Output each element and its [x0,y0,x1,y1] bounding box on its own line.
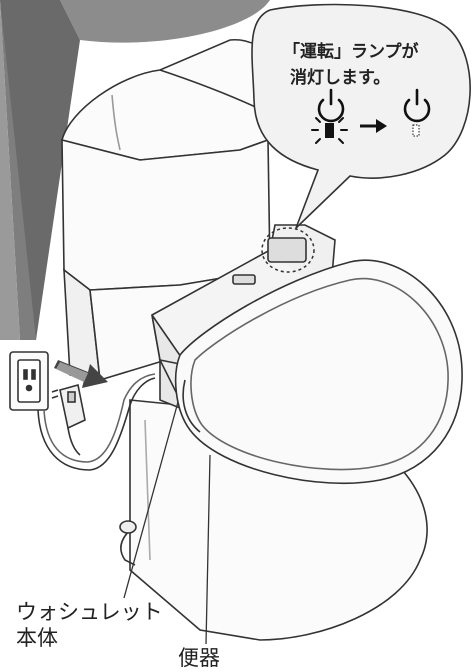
wall-outlet [10,352,48,410]
lamp-off-icon [413,125,419,136]
callout-text-line1: 「運転」ランプが [283,37,419,62]
washlet-label-line2: 本体 [16,622,58,652]
callout-text-line2: 消灯します。 [290,63,390,88]
power-plug [52,385,85,428]
